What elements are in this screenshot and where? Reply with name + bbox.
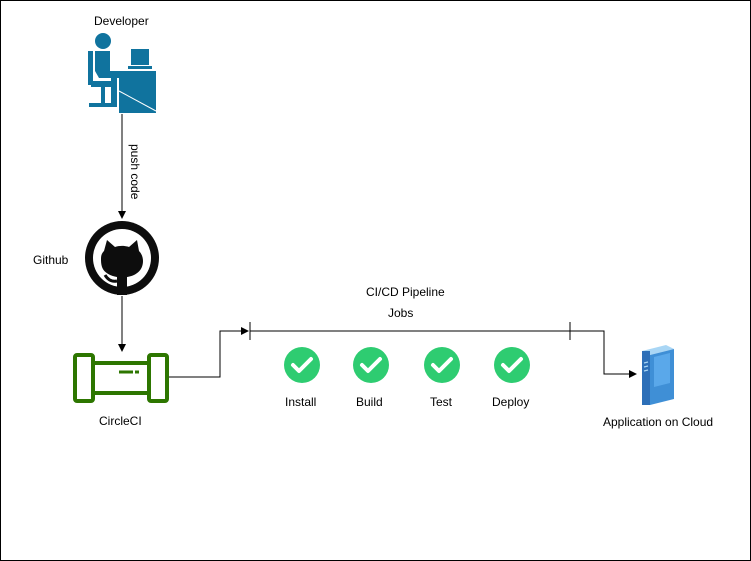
server-icon (642, 345, 674, 405)
developer-label: Developer (94, 14, 149, 28)
arrow-circleci-to-pipeline (169, 327, 249, 378)
check-circle-icon (424, 347, 460, 383)
job-label-test: Test (430, 395, 453, 409)
developer-at-desk-icon (88, 33, 157, 113)
job-label-install: Install (285, 395, 317, 409)
job-label-build: Build (356, 395, 383, 409)
arrow-pipeline-to-cloud (570, 330, 637, 378)
check-circle-icon (284, 347, 320, 383)
check-circle-icon (494, 347, 530, 383)
pipe-icon (73, 353, 169, 403)
pipeline-title: CI/CD Pipeline (366, 285, 445, 299)
pipeline-subtitle: Jobs (388, 306, 414, 320)
push-code-label: push code (128, 144, 142, 200)
job-label-deploy: Deploy (492, 395, 530, 409)
check-circle-icon (353, 347, 389, 383)
cloud-label: Application on Cloud (603, 415, 714, 429)
circleci-label: CircleCI (99, 414, 142, 428)
github-label: Github (33, 253, 69, 267)
github-octocat-icon (85, 221, 159, 295)
